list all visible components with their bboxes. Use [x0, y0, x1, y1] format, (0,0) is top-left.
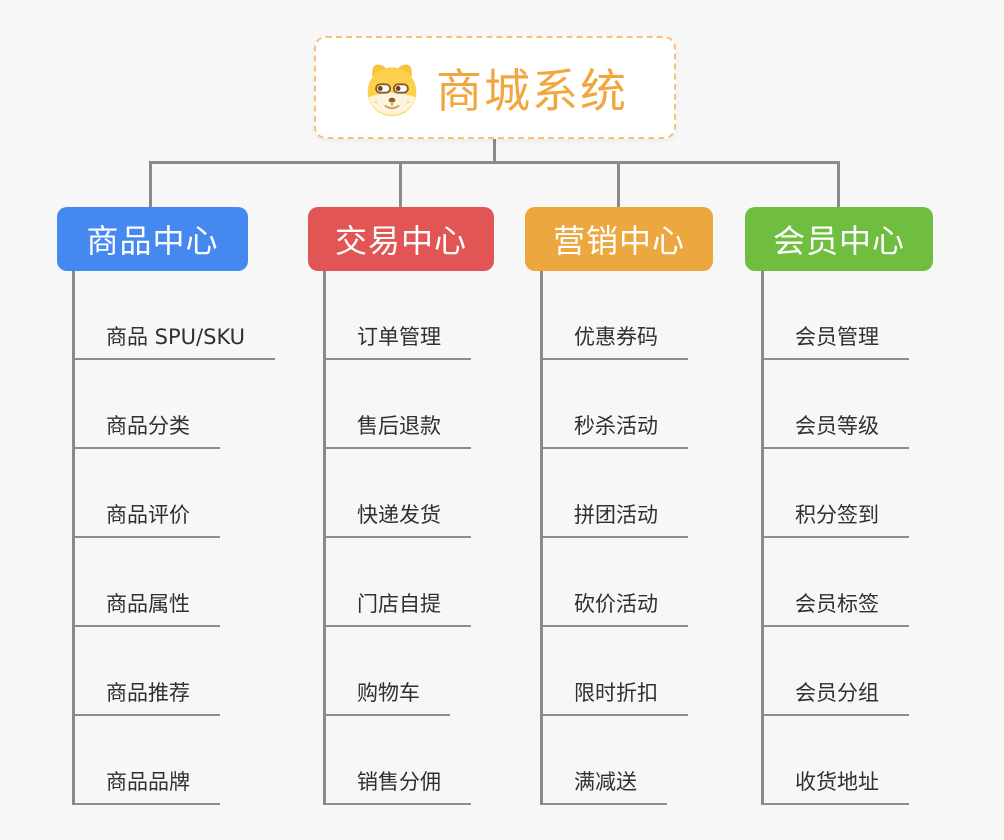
root-node[interactable]: 商城系统 [314, 36, 676, 139]
leaf-node[interactable]: 秒杀活动 [540, 410, 688, 449]
doge-icon [367, 63, 417, 116]
connector-column-trunk [761, 271, 764, 805]
leaf-node[interactable]: 限时折扣 [540, 677, 688, 716]
leaf-node[interactable]: 优惠券码 [540, 321, 688, 360]
branch-node-product-center[interactable]: 商品中心 [57, 207, 248, 271]
leaf-node[interactable]: 满减送 [540, 766, 667, 805]
leaf-node[interactable]: 商品品牌 [72, 766, 220, 805]
branch-column-member: 会员管理 会员等级 积分签到 会员标签 会员分组 收货地址 [761, 271, 909, 805]
connector-horizontal-trunk [149, 161, 840, 164]
leaf-node[interactable]: 会员标签 [761, 588, 909, 627]
branch-node-marketing-center[interactable]: 营销中心 [525, 207, 713, 271]
leaf-node[interactable]: 商品 SPU/SKU [72, 321, 276, 360]
leaf-node[interactable]: 门店自提 [323, 588, 471, 627]
leaf-node[interactable]: 商品推荐 [72, 677, 220, 716]
leaf-node[interactable]: 会员等级 [761, 410, 909, 449]
leaf-node[interactable]: 快递发货 [323, 499, 471, 538]
leaf-node[interactable]: 积分签到 [761, 499, 909, 538]
leaf-node[interactable]: 订单管理 [323, 321, 471, 360]
leaf-node[interactable]: 销售分佣 [323, 766, 471, 805]
leaf-node[interactable]: 商品属性 [72, 588, 220, 627]
connector-drop-1 [149, 161, 152, 207]
connector-drop-3 [617, 161, 620, 207]
connector-drop-4 [837, 161, 840, 207]
leaf-node[interactable]: 商品分类 [72, 410, 220, 449]
branch-node-member-center[interactable]: 会员中心 [745, 207, 933, 271]
connector-column-trunk [72, 271, 75, 805]
root-title: 商城系统 [436, 63, 628, 118]
leaf-node[interactable]: 会员管理 [761, 321, 909, 360]
leaf-node[interactable]: 砍价活动 [540, 588, 688, 627]
branch-column-trade: 订单管理 售后退款 快递发货 门店自提 购物车 销售分佣 [323, 271, 471, 805]
connector-column-trunk [540, 271, 543, 805]
leaf-node[interactable]: 商品评价 [72, 499, 220, 538]
leaf-node[interactable]: 购物车 [323, 677, 450, 716]
leaf-node[interactable]: 会员分组 [761, 677, 909, 716]
branch-node-trade-center[interactable]: 交易中心 [308, 207, 494, 271]
connector-root-stub [493, 139, 496, 164]
connector-drop-2 [399, 161, 402, 207]
branch-column-marketing: 优惠券码 秒杀活动 拼团活动 砍价活动 限时折扣 满减送 [540, 271, 688, 805]
branch-column-product: 商品 SPU/SKU 商品分类 商品评价 商品属性 商品推荐 商品品牌 [72, 271, 276, 805]
leaf-node[interactable]: 拼团活动 [540, 499, 688, 538]
connector-column-trunk [323, 271, 326, 805]
leaf-node[interactable]: 收货地址 [761, 766, 909, 805]
leaf-node[interactable]: 售后退款 [323, 410, 471, 449]
